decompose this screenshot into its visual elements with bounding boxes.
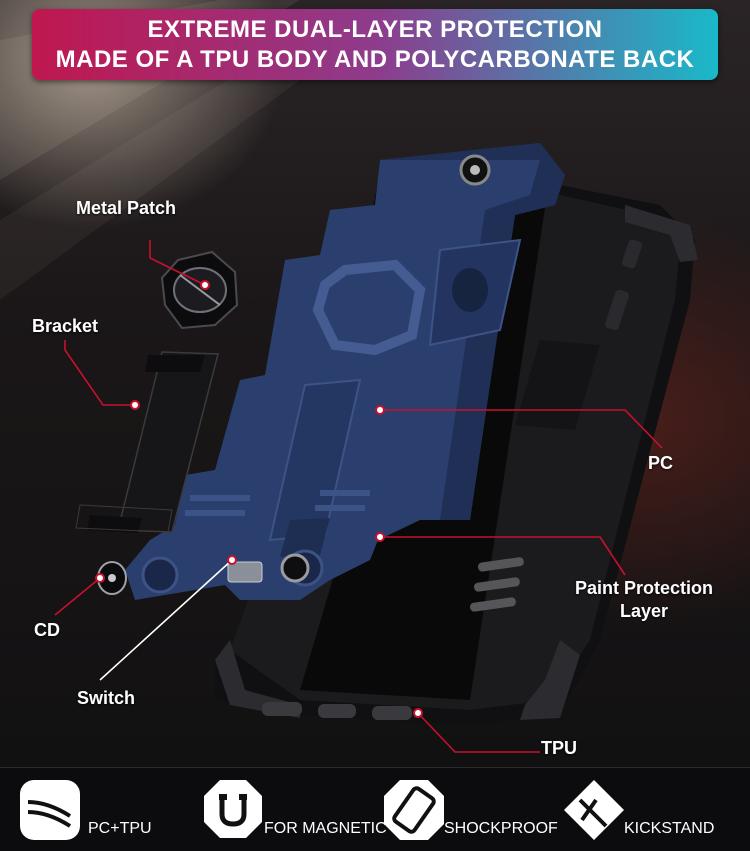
callout-lines [54,240,663,753]
product-illustration: EXTREME DUAL-LAYER PROTECTION MADE OF A … [0,0,750,767]
feature-shockproof: SHOCKPROOF [382,768,562,851]
label-metal-patch: Metal Patch [76,198,177,218]
kickstand-icon [564,780,624,840]
label-tpu: TPU [541,738,577,758]
feature-magnetic: FOR MAGNETIC [202,768,392,851]
shockproof-icon [384,780,444,840]
feature-bar: PC+TPU FOR MAGNETIC SHOCKPROOF KICKSTAND [0,767,750,851]
label-paint-protection: Paint Protection Layer [568,578,720,622]
pc-back-plate [125,143,565,600]
bracket-plate [75,351,219,533]
feature-label-kickstand: KICKSTAND [624,820,715,837]
headline-line-1: EXTREME DUAL-LAYER PROTECTION [147,15,603,43]
exploded-case-diagram [0,0,698,753]
label-switch: Switch [77,688,136,708]
headline-banner: EXTREME DUAL-LAYER PROTECTION MADE OF A … [32,9,718,80]
headline-line-2: MADE OF A TPU BODY AND POLYCARBONATE BAC… [55,45,695,73]
feature-pc-tpu: PC+TPU [18,768,188,851]
feature-label-pc-tpu: PC+TPU [88,820,152,837]
pc-tpu-icon [20,780,80,840]
feature-kickstand: KICKSTAND [562,768,732,851]
feature-label-magnetic: FOR MAGNETIC [264,820,387,837]
label-paint-protection-line2: Layer [619,601,669,621]
label-paint-protection-line1: Paint Protection [574,578,713,598]
switch-callout-line [99,559,233,681]
label-cd: CD [34,620,60,640]
metal-patch [160,250,239,330]
magnet-icon [204,780,262,838]
label-bracket: Bracket [32,316,99,336]
callout-dots [95,280,423,718]
label-pc: PC [648,453,674,473]
feature-label-shockproof: SHOCKPROOF [444,820,558,837]
